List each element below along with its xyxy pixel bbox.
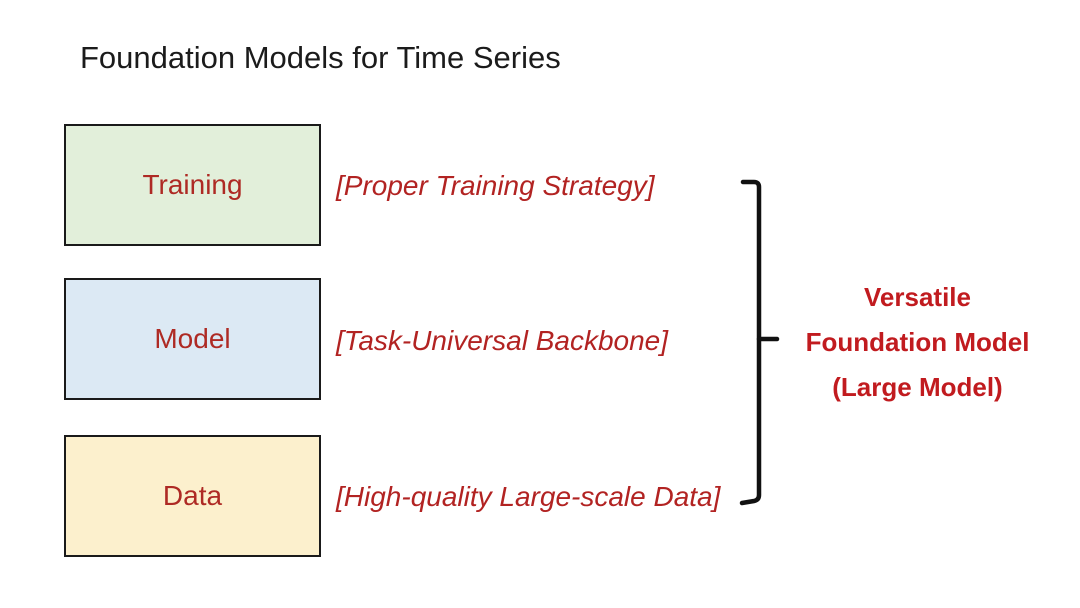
training-box-label: Training <box>142 169 243 200</box>
data-box-label: Data <box>162 480 223 511</box>
model-box-label: Model <box>154 323 231 354</box>
data-box: Data <box>64 435 321 557</box>
result-line-1: Versatile <box>864 282 971 312</box>
result-label: Versatile Foundation Model (Large Model) <box>795 275 1040 410</box>
page-title: Foundation Models for Time Series <box>80 40 561 75</box>
result-line-2: Foundation Model <box>805 327 1030 357</box>
data-annotation: [High-quality Large-scale Data] <box>336 481 721 512</box>
model-box: Model <box>64 278 321 400</box>
training-box: Training <box>64 124 321 246</box>
training-annotation: [Proper Training Strategy] <box>336 170 655 201</box>
model-annotation: [Task-Universal Backbone] <box>336 325 669 356</box>
curly-brace-icon <box>739 179 780 506</box>
result-line-3: (Large Model) <box>832 372 1003 402</box>
